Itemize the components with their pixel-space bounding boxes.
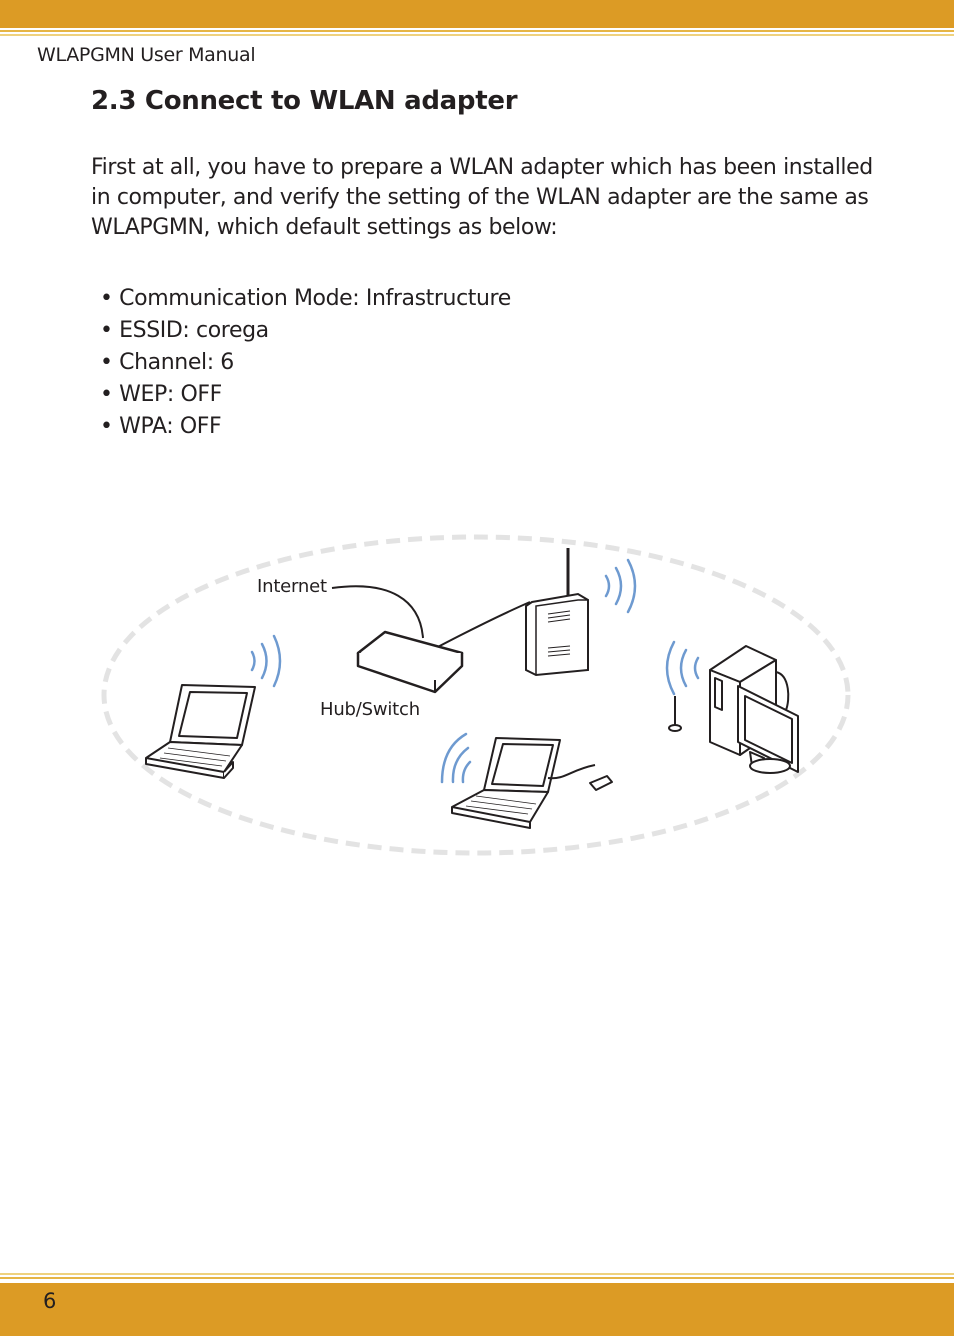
setting-wep: WEP: OFF (100, 379, 511, 411)
desktop-wave-icon (665, 640, 700, 696)
network-diagram (101, 534, 851, 856)
hub-switch-icon (356, 630, 464, 694)
section-title: 2.3 Connect to WLAN adapter (91, 86, 518, 116)
laptop-left-wave-icon (250, 634, 282, 688)
setting-channel: Channel: 6 (100, 347, 511, 379)
hub-to-ap-cable (431, 601, 531, 651)
laptop-center-wave-icon (440, 732, 472, 784)
internet-cable (331, 585, 424, 639)
ap-wave-icon (604, 558, 637, 614)
access-point-icon (525, 548, 589, 677)
footer-band (0, 1273, 954, 1336)
intro-paragraph: First at all, you have to prepare a WLAN… (91, 155, 873, 240)
internet-label: Internet (257, 576, 327, 597)
setting-communication-mode: Communication Mode: Infrastructure (100, 283, 511, 315)
hub-switch-label: Hub/Switch (320, 699, 420, 720)
page-number: 6 (43, 1289, 57, 1313)
laptop-left-icon (145, 684, 256, 779)
setting-wpa: WPA: OFF (100, 411, 511, 443)
laptop-center-icon (451, 737, 613, 829)
default-settings-list: Communication Mode: Infrastructure ESSID… (100, 283, 511, 443)
manual-title: WLAPGMN User Manual (37, 44, 256, 66)
setting-essid: ESSID: corega (100, 315, 511, 347)
wireless-range-ellipse (101, 534, 851, 856)
header-band (0, 0, 954, 36)
desktop-pc-icon (668, 645, 799, 774)
